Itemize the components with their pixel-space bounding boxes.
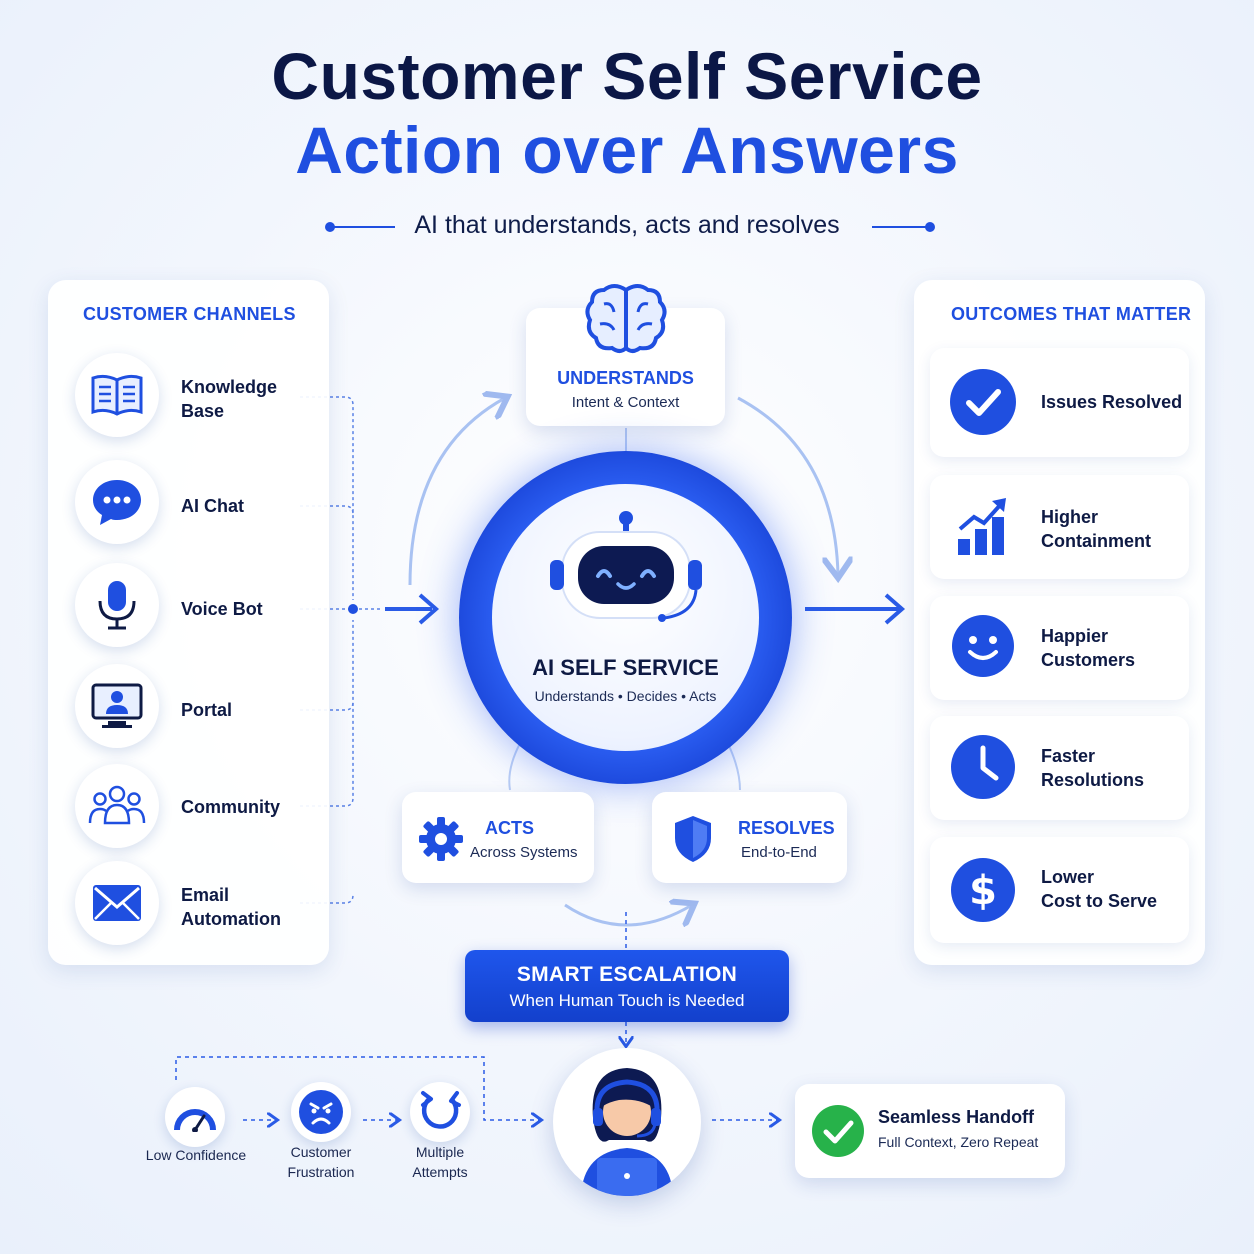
robot-icon [546,510,706,635]
human-agent-avatar [553,1048,701,1196]
check-circle-icon [949,368,1017,441]
book-icon [91,374,143,416]
angry-face-icon [291,1082,351,1142]
understands-title: UNDERSTANDS [557,368,694,388]
channel-label-ai-chat: AI Chat [181,496,244,516]
main-subtitle-heading: Action over Answers [295,113,959,187]
channel-portal-icon-wrap [75,664,159,748]
seamless-handoff-card: Seamless Handoff Full Context, Zero Repe… [795,1084,1065,1178]
microphone-icon [98,581,136,630]
escalation-subtitle: When Human Touch is Needed [509,991,745,1010]
acts-title: ACTS [485,818,534,838]
handoff-subtitle: Full Context, Zero Repeat [878,1134,1039,1150]
retry-icon [410,1082,470,1142]
monitor-user-icon [91,683,143,728]
outcomes-heading: OUTCOMES THAT MATTER [951,304,1192,324]
shield-icon [672,814,714,869]
smiley-icon [951,614,1015,683]
channel-voice-bot-icon-wrap [75,563,159,647]
smart-escalation-banner: SMART ESCALATION When Human Touch is Nee… [465,950,789,1022]
resolves-title: RESOLVES [738,818,835,838]
outcomes-panel: OUTCOMES THAT MATTER Issues Resolved Hig… [914,280,1205,965]
dollar-icon: $ [950,857,1016,928]
chat-bubble-icon [93,480,141,525]
channel-community-icon-wrap [75,764,159,848]
acts-subtitle: Across Systems [470,844,578,861]
hub-subtitle: Understands • Decides • Acts [534,688,717,704]
resolves-subtitle: End-to-End [741,844,817,861]
channel-email-icon-wrap [75,861,159,945]
gauge-icon [165,1087,225,1147]
trigger-label-low-confidence: Low Confidence [145,1147,247,1163]
understands-subtitle: Intent & Context [571,394,680,411]
acts-card: ACTS Across Systems [402,792,594,883]
gear-icon [418,816,464,867]
hub-title: AI SELF SERVICE [532,655,719,680]
tagline: AI that understands, acts and resolves [414,211,840,239]
channel-ai-chat-icon-wrap [75,460,159,544]
green-check-icon [811,1104,865,1163]
channel-knowledge-base-icon-wrap [75,353,159,437]
brain-icon [584,282,668,361]
envelope-icon [93,885,141,921]
handoff-title: Seamless Handoff [878,1107,1035,1127]
outcome-card-issues-resolved: Issues Resolved [930,348,1189,457]
channel-label-community: Community [181,797,280,817]
resolves-card: RESOLVES End-to-End [652,792,847,883]
people-group-icon [88,785,146,825]
channel-label-portal: Portal [181,700,233,720]
escalation-title: SMART ESCALATION [516,963,738,986]
channel-label-voice-bot: Voice Bot [181,599,263,619]
clock-icon [950,734,1016,805]
outcome-label-issues-resolved: Issues Resolved [1041,392,1183,412]
main-title: Customer Self Service [271,39,983,113]
bar-chart-up-icon [956,495,1010,562]
channels-heading: CUSTOMER CHANNELS [83,304,296,324]
svg-text:$: $ [969,868,997,914]
